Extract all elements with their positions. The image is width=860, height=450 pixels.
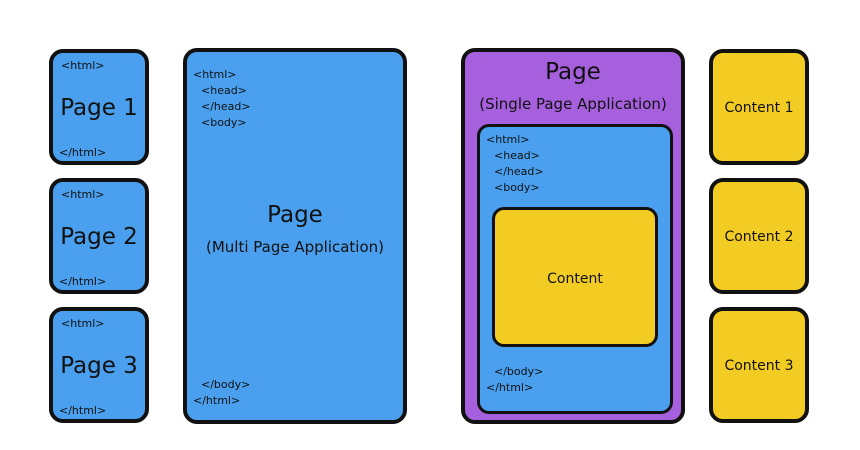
spa-content-area: Content bbox=[492, 207, 658, 347]
content-3-card: Content 3 bbox=[709, 307, 809, 423]
body-open-tag: <body> bbox=[201, 116, 247, 129]
page-1-label: Page 1 bbox=[60, 95, 138, 121]
mpa-subtitle: (Multi Page Application) bbox=[205, 238, 385, 256]
html-open-tag: <html> bbox=[61, 188, 105, 201]
mpa-page-card: <html> <head> </head> <body> Page (Multi… bbox=[183, 48, 407, 424]
head-close-tag: </head> bbox=[201, 100, 251, 113]
html-close-tag: </html> bbox=[486, 381, 534, 394]
spa-page-card: Page (Single Page Application) <html> <h… bbox=[461, 48, 685, 424]
spa-title: Page bbox=[545, 59, 601, 85]
content-2-card: Content 2 bbox=[709, 178, 809, 294]
page-3-card: <html> Page 3 </html> bbox=[49, 307, 149, 423]
body-close-tag: </body> bbox=[494, 365, 544, 378]
html-close-tag: </html> bbox=[193, 394, 241, 407]
mpa-title: Page bbox=[267, 202, 323, 228]
html-close-tag: </html> bbox=[59, 275, 107, 288]
page-2-label: Page 2 bbox=[60, 224, 138, 250]
html-close-tag: </html> bbox=[59, 146, 107, 159]
content-1-card: Content 1 bbox=[709, 49, 809, 165]
html-open-tag: <html> bbox=[61, 59, 105, 72]
head-close-tag: </head> bbox=[494, 165, 544, 178]
content-2-label: Content 2 bbox=[724, 229, 794, 245]
page-1-card: <html> Page 1 </html> bbox=[49, 49, 149, 165]
page-3-label: Page 3 bbox=[60, 353, 138, 379]
spa-inner-document: <html> <head> </head> <body> Content </b… bbox=[477, 124, 673, 414]
body-open-tag: <body> bbox=[494, 181, 540, 194]
head-open-tag: <head> bbox=[201, 84, 247, 97]
content-3-label: Content 3 bbox=[724, 358, 794, 374]
html-close-tag: </html> bbox=[59, 404, 107, 417]
body-close-tag: </body> bbox=[201, 378, 251, 391]
html-open-tag: <html> bbox=[486, 133, 530, 146]
spa-content-label: Content bbox=[547, 271, 603, 287]
html-open-tag: <html> bbox=[61, 317, 105, 330]
html-open-tag: <html> bbox=[193, 68, 237, 81]
content-1-label: Content 1 bbox=[724, 100, 794, 116]
spa-subtitle: (Single Page Application) bbox=[479, 95, 667, 113]
head-open-tag: <head> bbox=[494, 149, 540, 162]
page-2-card: <html> Page 2 </html> bbox=[49, 178, 149, 294]
